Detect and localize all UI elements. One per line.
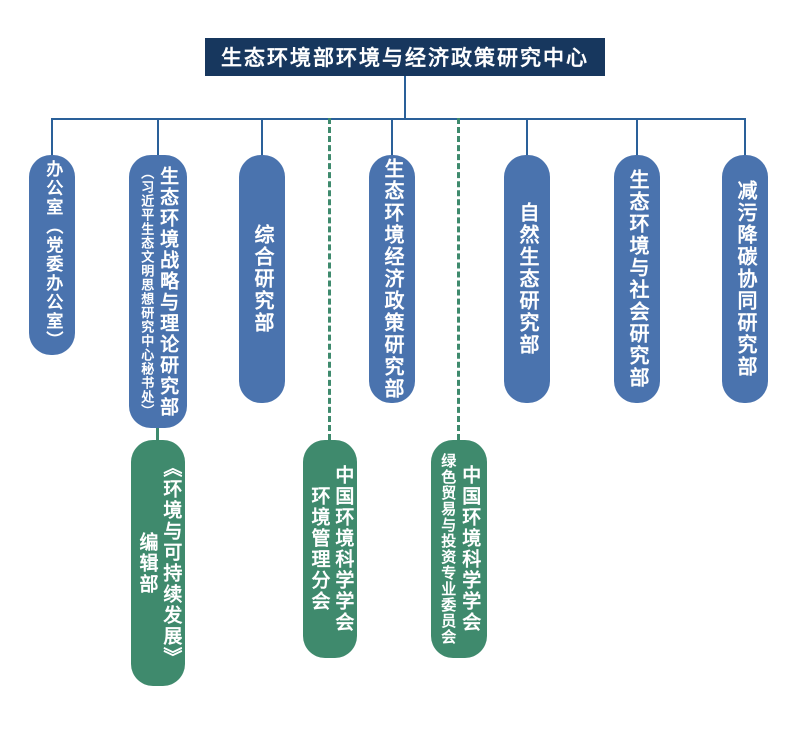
dept-economic-policy-label: 生态环境经济政策研究部: [381, 158, 403, 400]
affiliate-journal-dept: 编辑部: [136, 531, 158, 595]
dept-strategy-label-sub: （习近平生态文明思想研究中心秘书处）: [139, 165, 155, 418]
connector-root-stem: [404, 76, 406, 118]
dashed-connector-green-trade-committee: [457, 118, 460, 440]
affiliate-committee-name: 绿色贸易与投资专业委员会: [439, 453, 457, 645]
connector-drop-comprehensive: [261, 118, 263, 155]
affiliate-box-journal: 《环境与可持续发展》 编辑部: [131, 440, 185, 686]
dept-pollution-carbon-label: 减污降碳协同研究部: [734, 180, 756, 378]
connector-drop-strategy: [157, 118, 159, 155]
org-root-box: 生态环境部环境与经济政策研究中心: [205, 38, 605, 76]
dashed-connector-env-management-branch: [328, 118, 331, 440]
dept-box-office: 办公室（党委办公室）: [29, 155, 75, 355]
dept-society-label: 生态环境与社会研究部: [626, 169, 648, 389]
connector-drop-society: [636, 118, 638, 155]
connector-drop-economic-policy: [391, 118, 393, 155]
org-root-title: 生态环境部环境与经济政策研究中心: [221, 47, 589, 70]
dept-box-society: 生态环境与社会研究部: [614, 155, 660, 403]
dept-strategy-label-main: 生态环境战略与理论研究部: [157, 165, 179, 418]
connector-drop-natural-ecology: [526, 118, 528, 155]
affiliate-journal-title: 《环境与可持续发展》: [160, 458, 182, 668]
affiliate-branch-org: 中国环境科学学会: [332, 465, 354, 633]
connector-horizontal: [52, 118, 745, 120]
affiliate-committee-org: 中国环境科学学会: [459, 465, 481, 633]
dept-box-strategy-theory: 生态环境战略与理论研究部 （习近平生态文明思想研究中心秘书处）: [129, 155, 187, 428]
dept-office-label: 办公室（党委办公室）: [43, 160, 63, 350]
dept-natural-ecology-label: 自然生态研究部: [516, 202, 538, 356]
dept-comprehensive-label: 综合研究部: [251, 224, 273, 334]
dept-box-economic-policy: 生态环境经济政策研究部: [369, 155, 415, 403]
affiliate-box-green-trade-committee: 中国环境科学学会 绿色贸易与投资专业委员会: [431, 440, 487, 658]
affiliate-box-env-management-branch: 中国环境科学学会 环境管理分会: [303, 440, 357, 658]
solid-connector-journal: [156, 428, 159, 440]
connector-drop-pollution-carbon: [744, 118, 746, 155]
connector-drop-office: [51, 118, 53, 155]
dept-box-pollution-carbon: 减污降碳协同研究部: [722, 155, 768, 403]
dept-box-natural-ecology: 自然生态研究部: [504, 155, 550, 403]
affiliate-branch-name: 环境管理分会: [308, 486, 330, 612]
dept-box-comprehensive: 综合研究部: [239, 155, 285, 403]
